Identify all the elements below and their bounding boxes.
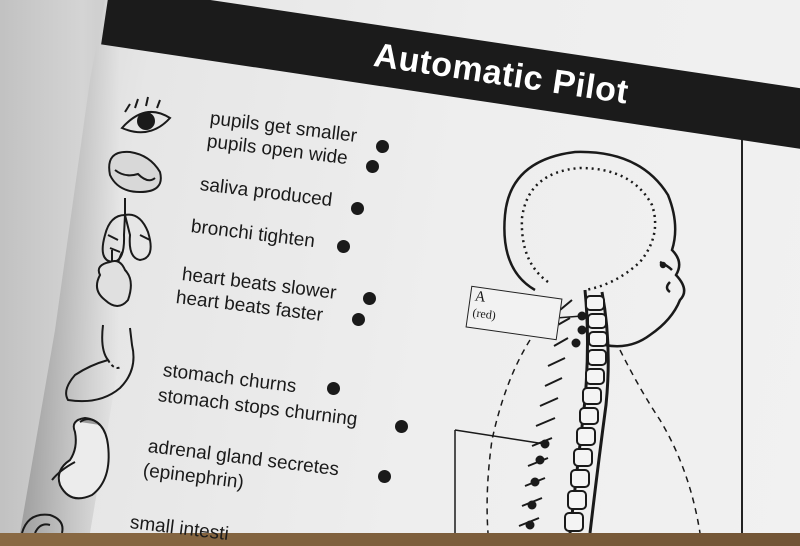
lungs-icon <box>101 198 152 264</box>
body-outline <box>486 339 701 533</box>
list-item-label: saliva produced <box>198 174 334 212</box>
list-item-dot <box>337 240 350 253</box>
function-list: pupils get smaller pupils open wide sali… <box>129 108 408 545</box>
kidney-icon <box>51 416 110 500</box>
stomach-icon <box>65 324 135 403</box>
eye-icon <box>120 96 172 134</box>
connector-lines <box>454 315 583 533</box>
list-item-label: bronchi tighten <box>189 216 317 253</box>
spinal-column <box>518 289 610 533</box>
list-item-label: small intesti <box>128 512 230 546</box>
head-outline <box>503 150 686 348</box>
intestine-icon <box>21 513 64 533</box>
list-item-dot <box>376 140 389 153</box>
list-item-dot <box>352 313 365 326</box>
salivary-gland-icon <box>108 150 162 194</box>
list-item-dot <box>363 292 376 305</box>
list-item-dot <box>395 420 408 433</box>
list-item-dot <box>327 382 340 395</box>
heart-icon <box>95 250 132 307</box>
list-item-dot <box>366 160 379 173</box>
list-item-dot <box>378 470 391 483</box>
list-item-dot <box>351 202 364 215</box>
illustrations <box>21 96 743 533</box>
